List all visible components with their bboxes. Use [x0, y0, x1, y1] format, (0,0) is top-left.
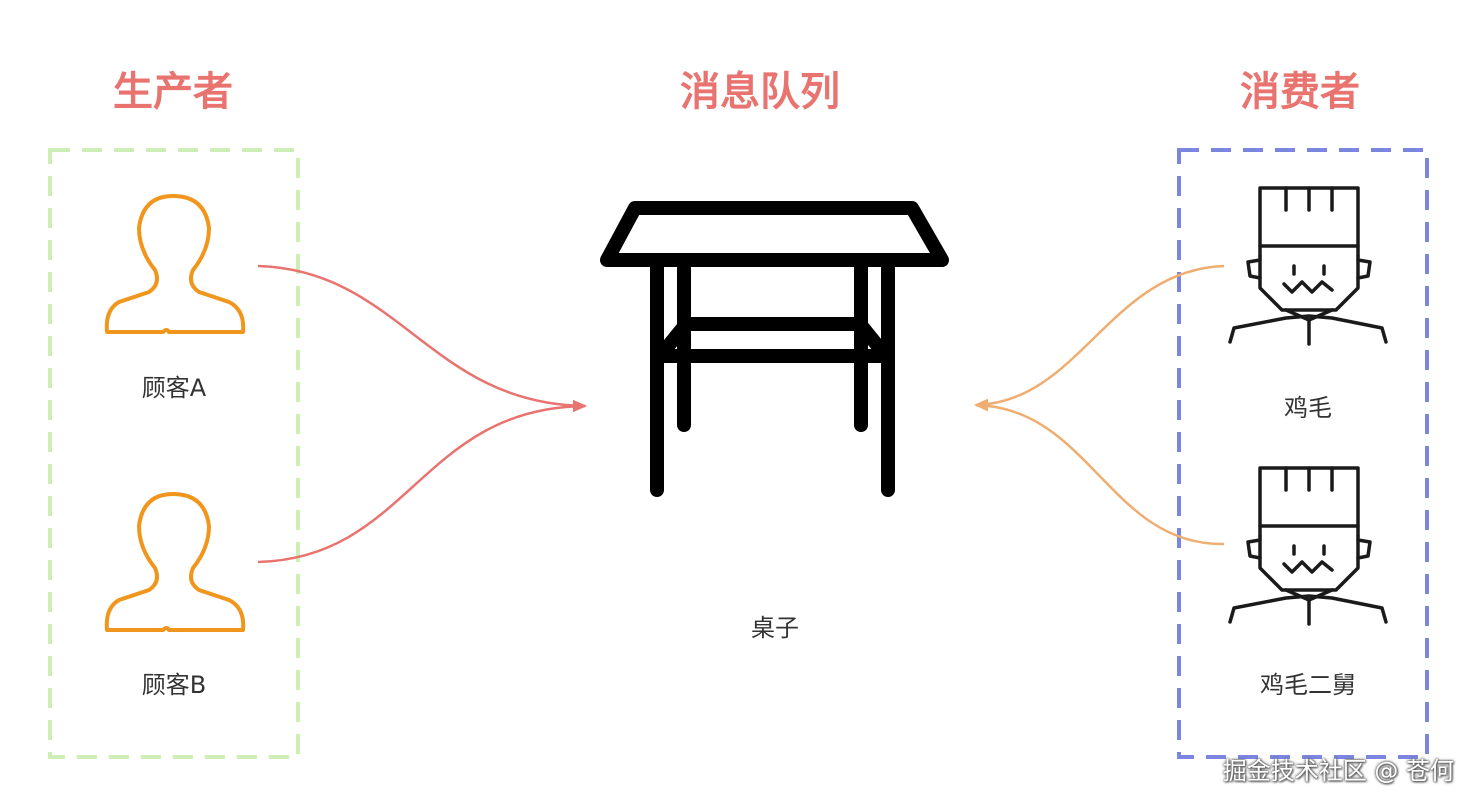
consumer-2-label: 鸡毛二舅 [1260, 671, 1356, 699]
consumer-2-arrow [974, 399, 1225, 546]
producer-b-label: 顾客B [141, 671, 207, 699]
consumer-1-label: 鸡毛 [1284, 394, 1332, 422]
person-outline-icon [104, 492, 246, 632]
producer-a-label: 顾客A [141, 374, 207, 402]
chef-icon [1228, 466, 1388, 626]
consumer-heading: 消费者 [1240, 69, 1360, 115]
queue-label: 桌子 [751, 614, 799, 642]
watermark: 掘金技术社区 @ 苍何 [1222, 757, 1454, 785]
person-outline-icon [104, 194, 246, 334]
producer-heading: 生产者 [113, 69, 233, 115]
producer-group-box [48, 148, 300, 759]
producer-a-arrow [257, 264, 587, 412]
chef-icon [1228, 186, 1388, 346]
producer-b-arrow [257, 400, 587, 564]
table-icon [600, 201, 949, 497]
consumer-group-box [1177, 148, 1429, 759]
consumer-1-arrow [974, 264, 1225, 411]
queue-heading: 消息队列 [680, 69, 840, 115]
